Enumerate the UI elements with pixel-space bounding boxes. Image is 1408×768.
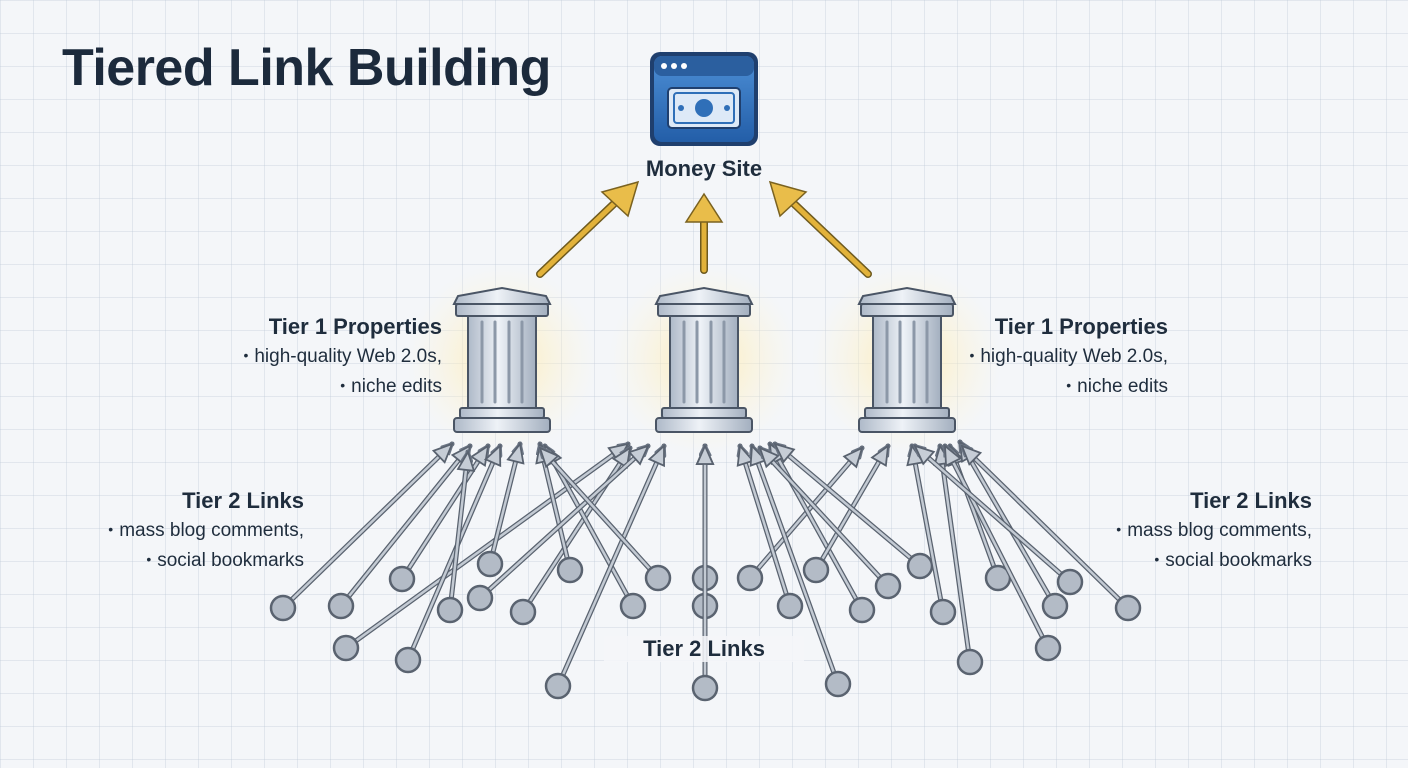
- tier1-left-item-1: high-quality Web 2.0s,: [222, 342, 442, 372]
- tier1-right-item-1: high-quality Web 2.0s,: [968, 342, 1168, 372]
- tier2-arrowhead: [695, 443, 715, 465]
- tier2-node: [327, 592, 355, 620]
- tier2-node: [1114, 594, 1142, 622]
- tier1-arrow-group: [536, 180, 872, 278]
- tier2-arrowhead: [913, 444, 936, 466]
- tier2-link: [269, 442, 454, 622]
- tier2-link: [758, 446, 902, 600]
- tier2-node: [1056, 568, 1084, 596]
- tier2-node: [956, 648, 984, 676]
- tier2-node: [691, 674, 719, 702]
- tier2-left-heading: Tier 2 Links: [182, 488, 304, 513]
- tier2-node: [476, 550, 504, 578]
- tier2-link: [436, 449, 476, 624]
- pillar-icon: [857, 286, 957, 433]
- tier2-link: [476, 441, 525, 578]
- tier2-node: [394, 646, 422, 674]
- tier2-link: [942, 444, 1062, 662]
- tier2-link: [544, 443, 667, 700]
- tier2-node: [466, 584, 494, 612]
- tier2-arrowhead: [431, 442, 454, 464]
- tier2-link: [913, 444, 1084, 596]
- tier2-link: [773, 442, 934, 580]
- page-title: Tiered Link Building: [62, 39, 551, 97]
- tier2-node: [874, 572, 902, 600]
- tier2-node: [802, 556, 830, 584]
- tier2-left-label: Tier 2 Links mass blog comments, social …: [92, 486, 304, 576]
- tier1-arrow-center: [684, 192, 724, 274]
- tier1-right-item-2: niche edits: [968, 372, 1168, 402]
- tier2-node: [644, 564, 672, 592]
- tier2-node: [619, 592, 647, 620]
- tier2-left-item-2: social bookmarks: [92, 546, 304, 576]
- tier2-right-item-2: social bookmarks: [1098, 546, 1312, 576]
- tier2-link: [802, 444, 891, 584]
- tier2-node: [269, 594, 297, 622]
- tier1-right-heading: Tier 1 Properties: [994, 314, 1168, 339]
- tier1-left-item-2: niche edits: [222, 372, 442, 402]
- tier2-arrowhead: [627, 444, 650, 466]
- tier2-arrowhead: [469, 444, 490, 467]
- tier2-arrowhead: [773, 442, 796, 464]
- tier1-arrow-right: [768, 180, 872, 278]
- tier2-node: [1041, 592, 1069, 620]
- tier2-arrowhead: [611, 446, 632, 469]
- tier2-node: [736, 564, 764, 592]
- tier2-node: [848, 596, 876, 624]
- tier2-right-item-1: mass blog comments,: [1098, 516, 1312, 546]
- tier1-right-label: Tier 1 Properties high-quality Web 2.0s,…: [968, 312, 1168, 402]
- tier2-arrowhead: [943, 444, 962, 468]
- tier2-left-item-1: mass blog comments,: [92, 516, 304, 546]
- tier2-node: [556, 556, 584, 584]
- tier2-node: [1034, 634, 1062, 662]
- tier2-link: [466, 444, 650, 612]
- tier2-node: [436, 596, 464, 624]
- browser-money-icon: [650, 52, 758, 146]
- tier2-link: [327, 446, 473, 620]
- tier1-left-label: Tier 1 Properties high-quality Web 2.0s,…: [222, 312, 442, 402]
- tier2-link: [736, 443, 804, 620]
- tier2-link: [960, 444, 1142, 622]
- tier1-left-heading: Tier 1 Properties: [268, 314, 442, 339]
- tier2-link-group: [269, 441, 1142, 702]
- tier2-node: [332, 634, 360, 662]
- tier2-node: [544, 672, 572, 700]
- tier2-arrowhead: [538, 446, 560, 469]
- tier2-node: [388, 565, 416, 593]
- tier2-arrowhead: [506, 441, 525, 465]
- tier2-arrowhead: [842, 446, 864, 469]
- tier2-arrowhead: [736, 443, 755, 467]
- tier2-arrowhead: [483, 443, 502, 468]
- tier2-node: [929, 598, 957, 626]
- tier2-arrowhead: [758, 446, 780, 469]
- pillar-icon: [654, 286, 754, 433]
- tier2-node: [509, 598, 537, 626]
- tier2-link: [509, 446, 633, 626]
- tier2-link: [933, 446, 984, 676]
- pillar-icon: [452, 286, 552, 433]
- tier2-link: [538, 446, 672, 592]
- tier2-arrowhead: [456, 449, 476, 472]
- money-site-label: Money Site: [645, 156, 763, 181]
- tier2-node: [906, 552, 934, 580]
- tier2-arrowhead: [960, 444, 983, 466]
- tier2-node: [776, 592, 804, 620]
- tier2-arrowhead: [647, 443, 665, 468]
- tier1-arrow-left: [536, 180, 640, 278]
- tier2-node: [824, 670, 852, 698]
- tier2-center-label: Tier 2 Links: [604, 636, 804, 662]
- tier2-right-label: Tier 2 Links mass blog comments, social …: [1098, 486, 1312, 576]
- tier2-arrowhead: [870, 444, 890, 468]
- tier2-right-heading: Tier 2 Links: [1190, 488, 1312, 513]
